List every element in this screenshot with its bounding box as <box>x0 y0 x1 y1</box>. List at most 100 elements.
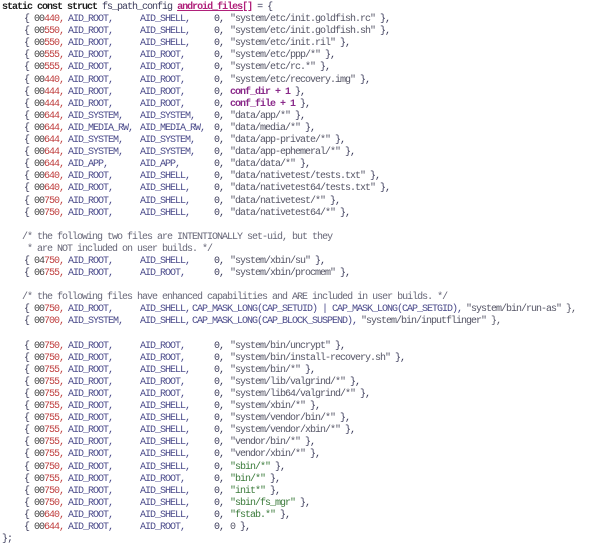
uid-value: AID_ROOT, <box>68 255 114 267</box>
path-value: "system/xbin/procmem" }, <box>230 268 351 280</box>
mode-value: 00644, <box>34 159 65 171</box>
uid-value: AID_MEDIA_RW, <box>68 122 134 134</box>
gid-value: AID_SHELL, <box>140 316 191 328</box>
uid-value: AID_ROOT, <box>68 183 114 195</box>
brace-open: { <box>24 352 30 364</box>
path-value: "sbin/*" }, <box>230 461 286 473</box>
uid-value: AID_ROOT, <box>68 413 114 425</box>
brace-open: { <box>24 316 30 328</box>
mode-value: 00750, <box>34 485 65 497</box>
gid-value: AID_ROOT, <box>140 86 186 98</box>
gid-value: AID_ROOT, <box>140 50 186 62</box>
gid-value: AID_SHELL, <box>140 497 191 509</box>
path-value: "init*" }, <box>230 485 281 497</box>
gid-value: AID_SHELL, <box>140 38 191 50</box>
table-row: {00755,AID_ROOT,AID_ROOT,0,"bin/*" }, <box>2 474 447 486</box>
capabilities-value: 0, <box>214 195 225 207</box>
gid-value: AID_ROOT, <box>140 74 186 86</box>
gid-value: AID_SHELL, <box>140 171 191 183</box>
brace-open: { <box>24 135 30 147</box>
uid-value: AID_ROOT, <box>68 74 114 86</box>
brace-open: { <box>24 74 30 86</box>
gid-value: AID_APP, <box>140 159 181 171</box>
gid-value: AID_SHELL, <box>140 449 191 461</box>
mode-value: 00440, <box>34 74 65 86</box>
gid-value: AID_SHELL, <box>140 413 191 425</box>
mode-value: 00550, <box>34 38 65 50</box>
mode-value: 00644, <box>34 522 65 534</box>
table-row: {00644,AID_APP,AID_APP,0,"data/data/*" }… <box>2 159 447 171</box>
blank-line <box>2 329 447 341</box>
capabilities-value: 0, <box>214 449 225 461</box>
uid-value: AID_ROOT, <box>68 98 114 110</box>
mode-value: 00750, <box>34 207 65 219</box>
gid-value: AID_ROOT, <box>140 268 186 280</box>
brace-open: { <box>24 413 30 425</box>
path-value: "system/etc/recovery.img" }, <box>230 74 371 86</box>
uid-value: AID_ROOT, <box>68 207 114 219</box>
table-row: {00644,AID_ROOT,AID_ROOT,0,0 }, <box>2 522 447 534</box>
capabilities-value: 0, <box>214 340 225 352</box>
capabilities-value: CAP_MASK_LONG(CAP_BLOCK_SUSPEND), <box>192 316 358 328</box>
capabilities-value: 0, <box>214 268 225 280</box>
code-listing: static const struct fs_path_config andro… <box>2 2 577 546</box>
uid-value: AID_ROOT, <box>68 522 114 534</box>
capabilities-value: 0, <box>214 255 225 267</box>
table-row: {00755,AID_ROOT,AID_SHELL,0,"system/vend… <box>2 413 447 425</box>
table-row: {00755,AID_ROOT,AID_ROOT,0,"system/lib64… <box>2 389 447 401</box>
brace-open: { <box>24 110 30 122</box>
uid-value: AID_ROOT, <box>68 509 114 521</box>
struct-type: fs_path_config <box>102 2 173 13</box>
uid-value: AID_APP, <box>68 159 109 171</box>
blank-line <box>2 280 447 292</box>
capabilities-value: 0, <box>214 509 225 521</box>
path-value: "data/app/*" }, <box>230 110 306 122</box>
gid-value: AID_SYSTEM, <box>140 135 196 147</box>
brace-open: { <box>24 473 30 485</box>
uid-value: AID_SYSTEM, <box>68 147 124 159</box>
capabilities-value: 0, <box>214 183 225 195</box>
mode-value: 00640, <box>34 509 65 521</box>
path-value: "vendor/bin/*" }, <box>230 437 316 449</box>
table-row: {00444,AID_ROOT,AID_ROOT,0,conf_dir + 1 … <box>2 87 447 99</box>
path-value: "system/bin/uncrypt" }, <box>230 340 346 352</box>
table-row: {00555,AID_ROOT,AID_ROOT,0,"system/etc/p… <box>2 50 447 62</box>
table-row: {06755,AID_ROOT,AID_ROOT,0,"system/xbin/… <box>2 268 447 280</box>
gid-value: AID_SHELL, <box>140 195 191 207</box>
table-row: {00644,AID_SYSTEM,AID_SYSTEM,0,"data/app… <box>2 147 447 159</box>
mode-value: 00550, <box>34 26 65 38</box>
table-row: {00755,AID_ROOT,AID_SHELL,0,"system/xbin… <box>2 401 447 413</box>
table-row: {00750,AID_ROOT,AID_SHELL,0,"data/native… <box>2 196 447 208</box>
gid-value: AID_ROOT, <box>140 376 186 388</box>
uid-value: AID_ROOT, <box>68 352 114 364</box>
capabilities-value: 0, <box>214 26 225 38</box>
mode-value: 00750, <box>34 352 65 364</box>
uid-value: AID_SYSTEM, <box>68 316 124 328</box>
brace-open: { <box>24 461 30 473</box>
path-value: "system/lib/valgrind/*" }, <box>230 376 361 388</box>
mode-value: 00755, <box>34 473 65 485</box>
code-body: {00440,AID_ROOT,AID_SHELL,0,"system/etc/… <box>2 14 577 534</box>
uid-value: AID_ROOT, <box>68 437 114 449</box>
path-value: "system/lib64/valgrind/*" }, <box>230 389 371 400</box>
uid-value: AID_ROOT, <box>68 449 114 461</box>
mode-value: 00755, <box>34 364 65 376</box>
capabilities-value: 0, <box>214 98 225 110</box>
array-name: android_files[] <box>177 2 253 13</box>
capabilities-value: 0, <box>214 497 225 509</box>
capabilities-value: 0, <box>214 135 225 147</box>
brace-open: { <box>24 207 30 219</box>
capabilities-value: 0, <box>214 364 225 376</box>
table-row: {00640,AID_ROOT,AID_SHELL,0,"data/native… <box>2 171 447 183</box>
uid-value: AID_ROOT, <box>68 268 114 280</box>
mode-value: 00755, <box>34 413 65 425</box>
capabilities-value: CAP_MASK_LONG(CAP_SETUID) | CAP_MASK_LON… <box>192 304 463 316</box>
capabilities-value: 0, <box>214 461 225 473</box>
table-row: {00550,AID_ROOT,AID_SHELL,0,"system/etc/… <box>2 38 447 50</box>
table-row: {00755,AID_ROOT,AID_SHELL,0,"vendor/bin/… <box>2 437 447 449</box>
mode-value: 00444, <box>34 98 65 110</box>
comment-line: /* the following two files are INTENTION… <box>2 231 333 243</box>
capabilities-value: 0, <box>214 171 225 183</box>
capabilities-value: 0, <box>214 437 225 449</box>
gid-value: AID_SHELL, <box>140 437 191 449</box>
